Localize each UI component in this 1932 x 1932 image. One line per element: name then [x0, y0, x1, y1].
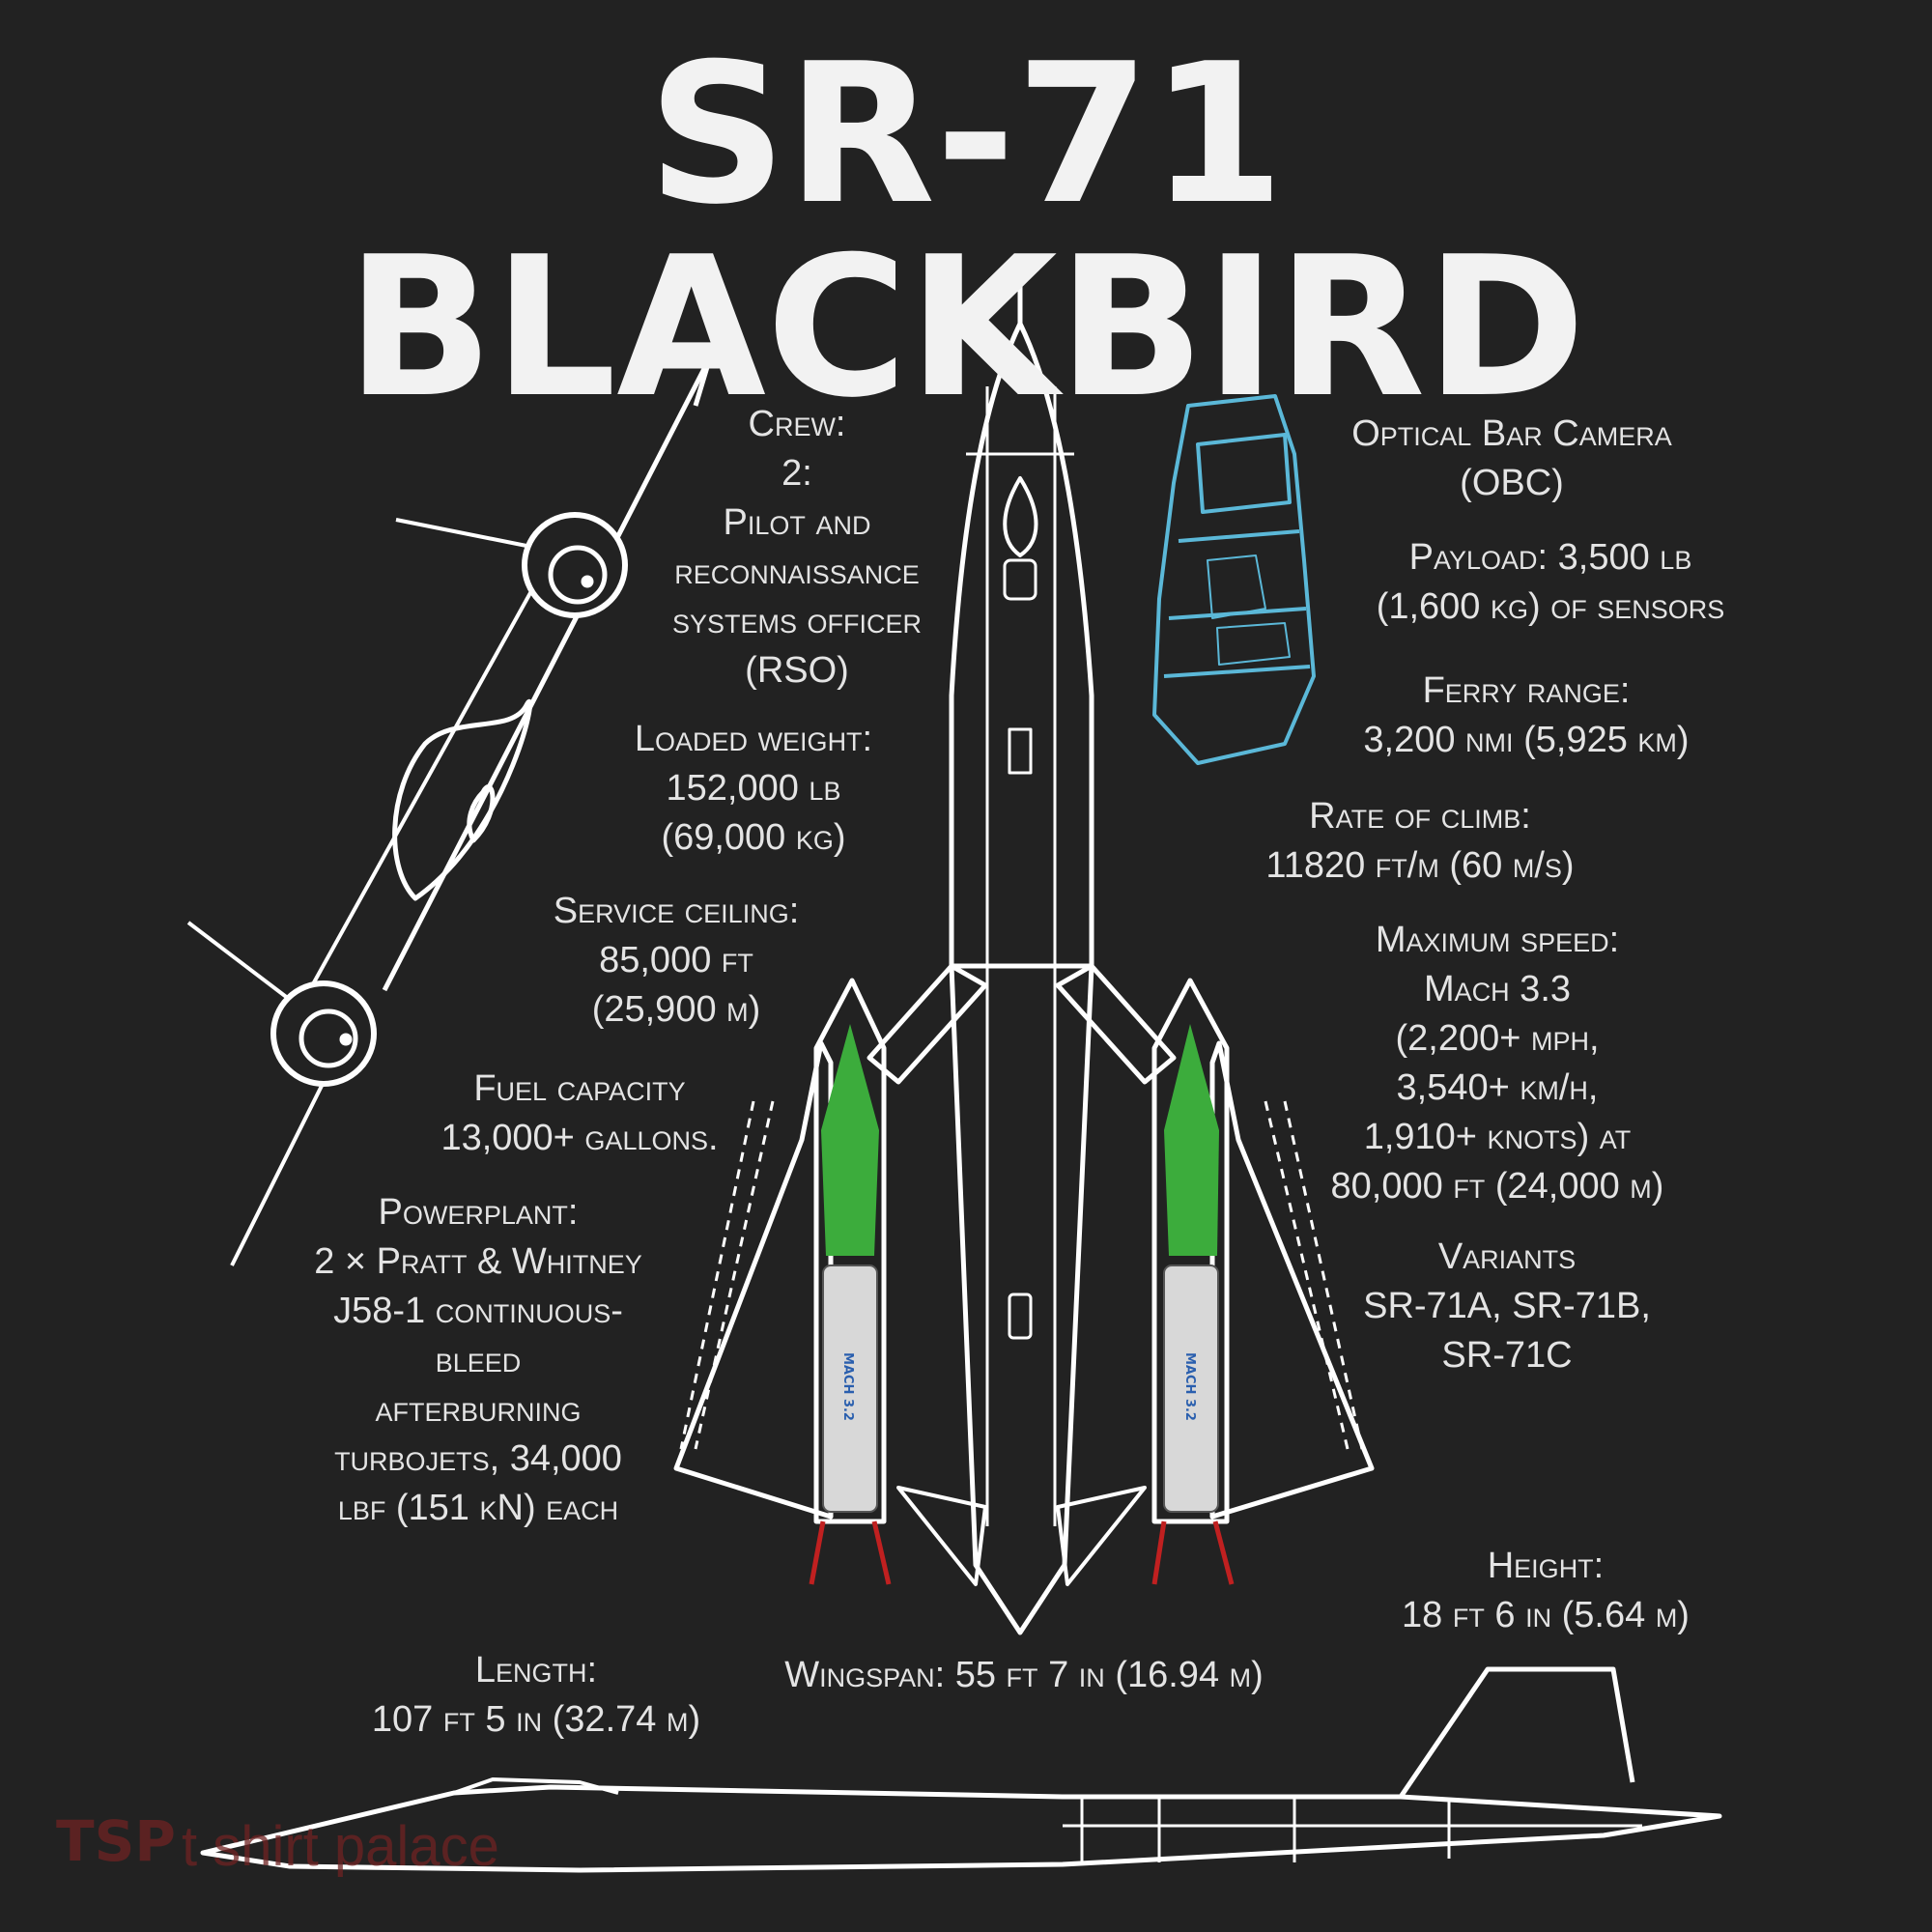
spec-line: 3,540+ km/h,: [1396, 1067, 1599, 1108]
engine-label-left: MACH 3.2: [840, 1352, 855, 1421]
spec-line: lbf (151 kN) each: [337, 1488, 619, 1528]
spec-line: Rate of climb:: [1309, 796, 1531, 837]
spec-optical-bar-camera: Optical Bar Camera (OBC): [1323, 410, 1700, 508]
spec-height: Height: 18 ft 6 in (5.64 m): [1362, 1542, 1729, 1640]
spec-ferry-range: Ferry range: 3,200 nmi (5,925 km): [1333, 667, 1719, 765]
spec-line: Payload: 3,500 lb: [1408, 537, 1692, 578]
side-view-aircraft: [200, 1666, 1722, 1873]
spec-line: Fuel capacity: [473, 1068, 686, 1109]
spec-line: Powerplant:: [378, 1192, 579, 1233]
spec-line: reconnaissance: [674, 552, 920, 592]
spec-line: (2,200+ mph,: [1395, 1018, 1600, 1059]
spec-wingspan: Wingspan: 55 ft 7 in (16.94 m): [734, 1651, 1314, 1700]
spec-line: 18 ft 6 in (5.64 m): [1402, 1595, 1690, 1635]
spec-line: 1,910+ knots) at: [1363, 1117, 1632, 1157]
spec-powerplant: Powerplant: 2 × Pratt & Whitney J58-1 co…: [275, 1188, 681, 1533]
spec-line: Ferry range:: [1422, 670, 1631, 711]
spec-length: Length: 107 ft 5 in (32.74 m): [319, 1646, 753, 1745]
spec-line: systems officer: [671, 601, 923, 641]
spec-line: Length:: [474, 1650, 598, 1690]
spec-line: Pilot and: [723, 502, 871, 543]
spec-line: 2:: [781, 453, 812, 494]
spec-line: (1,600 kg) of sensors: [1376, 586, 1725, 627]
left-engine-detail: [809, 1024, 892, 1585]
spec-line: (OBC): [1460, 463, 1564, 503]
spec-loaded-weight: Loaded weight: 152,000 lb (69,000 kg): [589, 715, 918, 863]
spec-line: 80,000 ft (24,000 m): [1330, 1166, 1664, 1207]
spec-service-ceiling: Service ceiling: 85,000 ft (25,900 m): [512, 887, 840, 1035]
spec-line: 3,200 nmi (5,925 km): [1363, 720, 1690, 760]
top-view-aircraft: [673, 280, 1375, 1635]
spec-line: 13,000+ gallons.: [440, 1118, 719, 1158]
spec-line: SR-71A, SR-71B,: [1363, 1286, 1651, 1326]
spec-line: Height:: [1487, 1546, 1605, 1586]
watermark-logo: TSP: [56, 1808, 176, 1874]
spec-line: J58-1 continuous-: [333, 1291, 623, 1331]
right-engine-detail: [1151, 1024, 1235, 1585]
spec-fuel-capacity: Fuel capacity 13,000+ gallons.: [406, 1065, 753, 1163]
engine-label-right: MACH 3.2: [1182, 1352, 1197, 1421]
spec-line: 152,000 lb: [666, 768, 841, 809]
spec-line: Maximum speed:: [1375, 920, 1620, 960]
spec-line: (RSO): [745, 650, 849, 691]
spec-rate-of-climb: Rate of climb: 11820 ft/m (60 m/s): [1227, 792, 1613, 891]
spec-line: Mach 3.3: [1423, 969, 1572, 1009]
spec-line: Loaded weight:: [634, 719, 873, 759]
page-title: SR-71 BLACKBIRD: [346, 22, 1586, 440]
spec-line: 107 ft 5 in (32.74 m): [371, 1699, 701, 1740]
spec-line: afterburning: [375, 1389, 582, 1430]
spec-line: SR-71C: [1441, 1335, 1573, 1376]
spec-line: (25,900 m): [591, 989, 761, 1030]
front-view-aircraft: [186, 355, 713, 1266]
spec-line: Wingspan: 55 ft 7 in (16.94 m): [784, 1655, 1264, 1695]
spec-payload: Payload: 3,500 lb (1,600 kg) of sensors: [1343, 533, 1758, 632]
spec-crew: Crew: 2: Pilot and reconnaissance system…: [638, 400, 956, 696]
spec-line: Service ceiling:: [553, 891, 800, 931]
spec-maximum-speed: Maximum speed: Mach 3.3 (2,200+ mph, 3,5…: [1294, 916, 1700, 1211]
spec-variants: Variants SR-71A, SR-71B, SR-71C: [1333, 1233, 1681, 1380]
optical-bar-camera-illustration: [1152, 394, 1316, 765]
spec-line: 85,000 ft: [599, 940, 753, 980]
watermark: TSP t shirt palace: [56, 1808, 558, 1878]
spec-line: (69,000 kg): [661, 817, 846, 858]
spec-line: Crew:: [748, 404, 846, 444]
spec-line: 11820 ft/m (60 m/s): [1265, 845, 1575, 886]
spec-line: Optical Bar Camera: [1351, 413, 1672, 454]
spec-line: Variants: [1437, 1236, 1577, 1277]
spec-line: bleed: [435, 1340, 522, 1380]
spec-line: turbojets, 34,000: [334, 1438, 622, 1479]
watermark-text: t shirt palace: [182, 1815, 499, 1878]
spec-line: 2 × Pratt & Whitney: [314, 1241, 642, 1282]
